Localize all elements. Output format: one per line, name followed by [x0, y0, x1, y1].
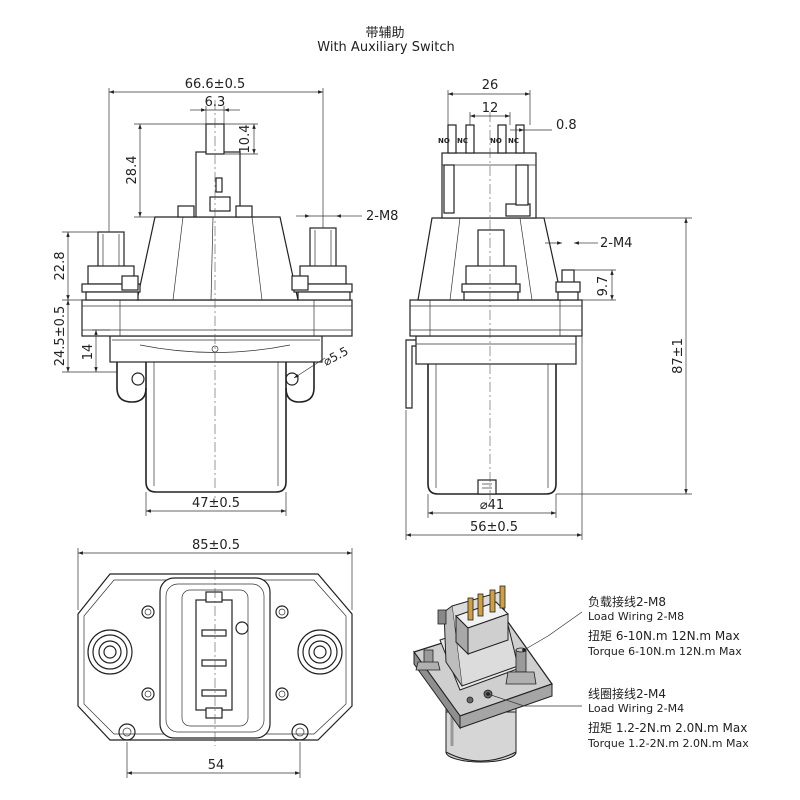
note-load-wiring-cn: 负载接线2-M8 [588, 594, 666, 609]
note-coil-torque-cn: 扭矩 1.2-2N.m 2.0N.m Max [588, 721, 747, 735]
title-cn: 带辅助 [365, 26, 405, 41]
dim-terminal-width: 6.3 [205, 95, 226, 110]
side-flange [409, 299, 583, 337]
dim-overall-height: 87±1 [671, 338, 686, 374]
note-load-torque-en: Torque 6-10N.m 12N.m Max [587, 645, 742, 658]
plan-view [77, 570, 353, 746]
flange-plate [81, 299, 353, 337]
coil-body [145, 362, 287, 493]
dim-aux-pitch: 12 [482, 101, 499, 116]
aux-label-1: NO [438, 137, 450, 145]
side-coil-body [427, 364, 557, 495]
dim-flange-height: 24.5±0.5 [53, 306, 68, 367]
side-dimensions [405, 90, 692, 540]
dim-stud-thread: 2-M8 [366, 209, 398, 224]
front-view [81, 100, 353, 498]
note-load-wiring-en: Load Wiring 2-M8 [588, 610, 684, 623]
product-isometric [413, 585, 583, 763]
dim-hole-dia: ⌀5.5 [321, 344, 351, 369]
mount-hole-right [285, 372, 299, 386]
front-dimensions [62, 88, 362, 516]
note-coil-torque-en: Torque 1.2-2N.m 2.0N.m Max [587, 737, 749, 750]
plan-stud-left [87, 629, 133, 675]
aux-label-2: NC [457, 137, 468, 145]
note-coil-wiring-en: Load Wiring 2-M4 [588, 702, 684, 715]
note-coil-wiring-cn: 线圈接线2-M4 [588, 686, 666, 701]
dim-coil-dia: ⌀41 [480, 498, 504, 513]
dim-aux-height: 28.4 [125, 156, 140, 185]
dim-plan-hole-pitch: 54 [208, 758, 225, 773]
plan-dimensions [77, 548, 353, 778]
dim-terminal-height: 10.4 [238, 125, 253, 154]
left-ear [116, 345, 147, 403]
dim-flange-offset: 14 [81, 344, 96, 361]
dim-stud-height: 22.8 [53, 252, 68, 281]
dim-overall-width: 66.6±0.5 [185, 77, 246, 92]
side-view [405, 112, 583, 500]
plan-stud-right [297, 629, 343, 675]
dim-aux-width: 26 [482, 78, 499, 93]
dim-aux-gap: 0.8 [556, 118, 577, 133]
aux-label-4: NC [508, 137, 519, 145]
housing [136, 216, 299, 301]
note-load-torque-cn: 扭矩 6-10N.m 12N.m Max [588, 629, 740, 643]
dim-plan-length: 85±0.5 [192, 538, 240, 553]
dim-base-width: 56±0.5 [470, 520, 518, 535]
mount-hole-left [131, 372, 145, 386]
aux-label-3: NO [490, 137, 502, 145]
title-en: With Auxiliary Switch [317, 40, 455, 55]
dim-coil-thread: 2-M4 [600, 236, 632, 251]
dim-coil-width: 47±0.5 [192, 496, 240, 511]
dim-coil-stud-height: 9.7 [596, 276, 611, 297]
